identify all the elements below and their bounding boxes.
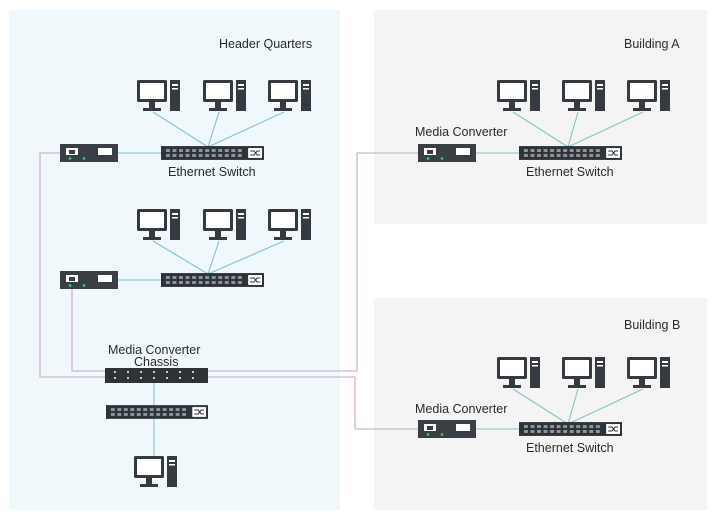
hq-row1-computer-icon-2 [203,80,246,111]
building-b-cable-3 [567,388,644,425]
building-a-cable-1 [512,111,569,148]
hq-ethernet-switch-icon-2 [161,273,264,287]
hq-switch2-cable-2 [207,240,220,275]
building-a-computer-icon-3 [627,80,670,111]
hq-switch2-cable-1 [152,240,209,275]
building-b-computer-icon-3 [627,357,670,388]
building-a-cable-2 [567,111,579,148]
building-b-cable-1 [512,388,569,425]
region-title-header-quarters: Header Quarters [219,37,313,51]
fiber-hq-mc1-to-chassis [39,152,106,378]
hq-ethernet-switch-label: Ethernet Switch [168,165,256,179]
hq-media-converter-icon-1 [60,144,118,162]
hq-switch1-cable-2 [207,111,220,148]
hq-chassis-computer-icon [134,456,177,487]
building-b-cable-2 [567,388,579,425]
building-a-media-converter-label: Media Converter [415,125,508,139]
fiber-chassis-to-building-b [207,376,418,430]
hq-row2-computer-icon-2 [203,209,246,240]
fiber-hq-mc2-to-chassis [71,289,106,372]
region-title-building-b: Building B [624,318,681,332]
hq-ethernet-switch-icon-1 [161,146,264,160]
fiber-chassis-to-building-a [207,152,418,372]
building-a-computer-icon-1 [497,80,540,111]
media-converter-chassis-icon [105,368,208,383]
hq-switch2-cable-3 [207,240,285,275]
chassis-label-line2: Chassis [134,355,179,369]
hq-row1-computer-icon-3 [268,80,311,111]
chassis-label-line1: Media Converter [108,343,201,357]
devices-layer [60,80,670,487]
hq-switch1-cable-1 [152,111,209,148]
building-a-computer-icon-2 [562,80,605,111]
hq-row2-computer-icon-1 [137,209,180,240]
building-b-computer-icon-1 [497,357,540,388]
hq-row2-computer-icon-3 [268,209,311,240]
links-layer [39,111,644,456]
building-a-ethernet-switch-icon [519,146,622,160]
hq-chassis-ethernet-switch-icon [106,405,208,419]
building-a-media-converter-icon [418,144,476,162]
building-b-ethernet-switch-label: Ethernet Switch [526,441,614,455]
building-a-ethernet-switch-label: Ethernet Switch [526,165,614,179]
region-building-a [374,10,707,224]
building-b-computer-icon-2 [562,357,605,388]
hq-row1-computer-icon-1 [137,80,180,111]
building-b-media-converter-icon [418,420,476,438]
hq-media-converter-icon-2 [60,271,118,289]
building-b-media-converter-label: Media Converter [415,402,508,416]
hq-switch1-cable-3 [207,111,285,148]
building-b-ethernet-switch-icon [519,422,622,436]
region-title-building-a: Building A [624,37,680,51]
region-building-b [374,298,707,510]
building-a-cable-3 [567,111,644,148]
